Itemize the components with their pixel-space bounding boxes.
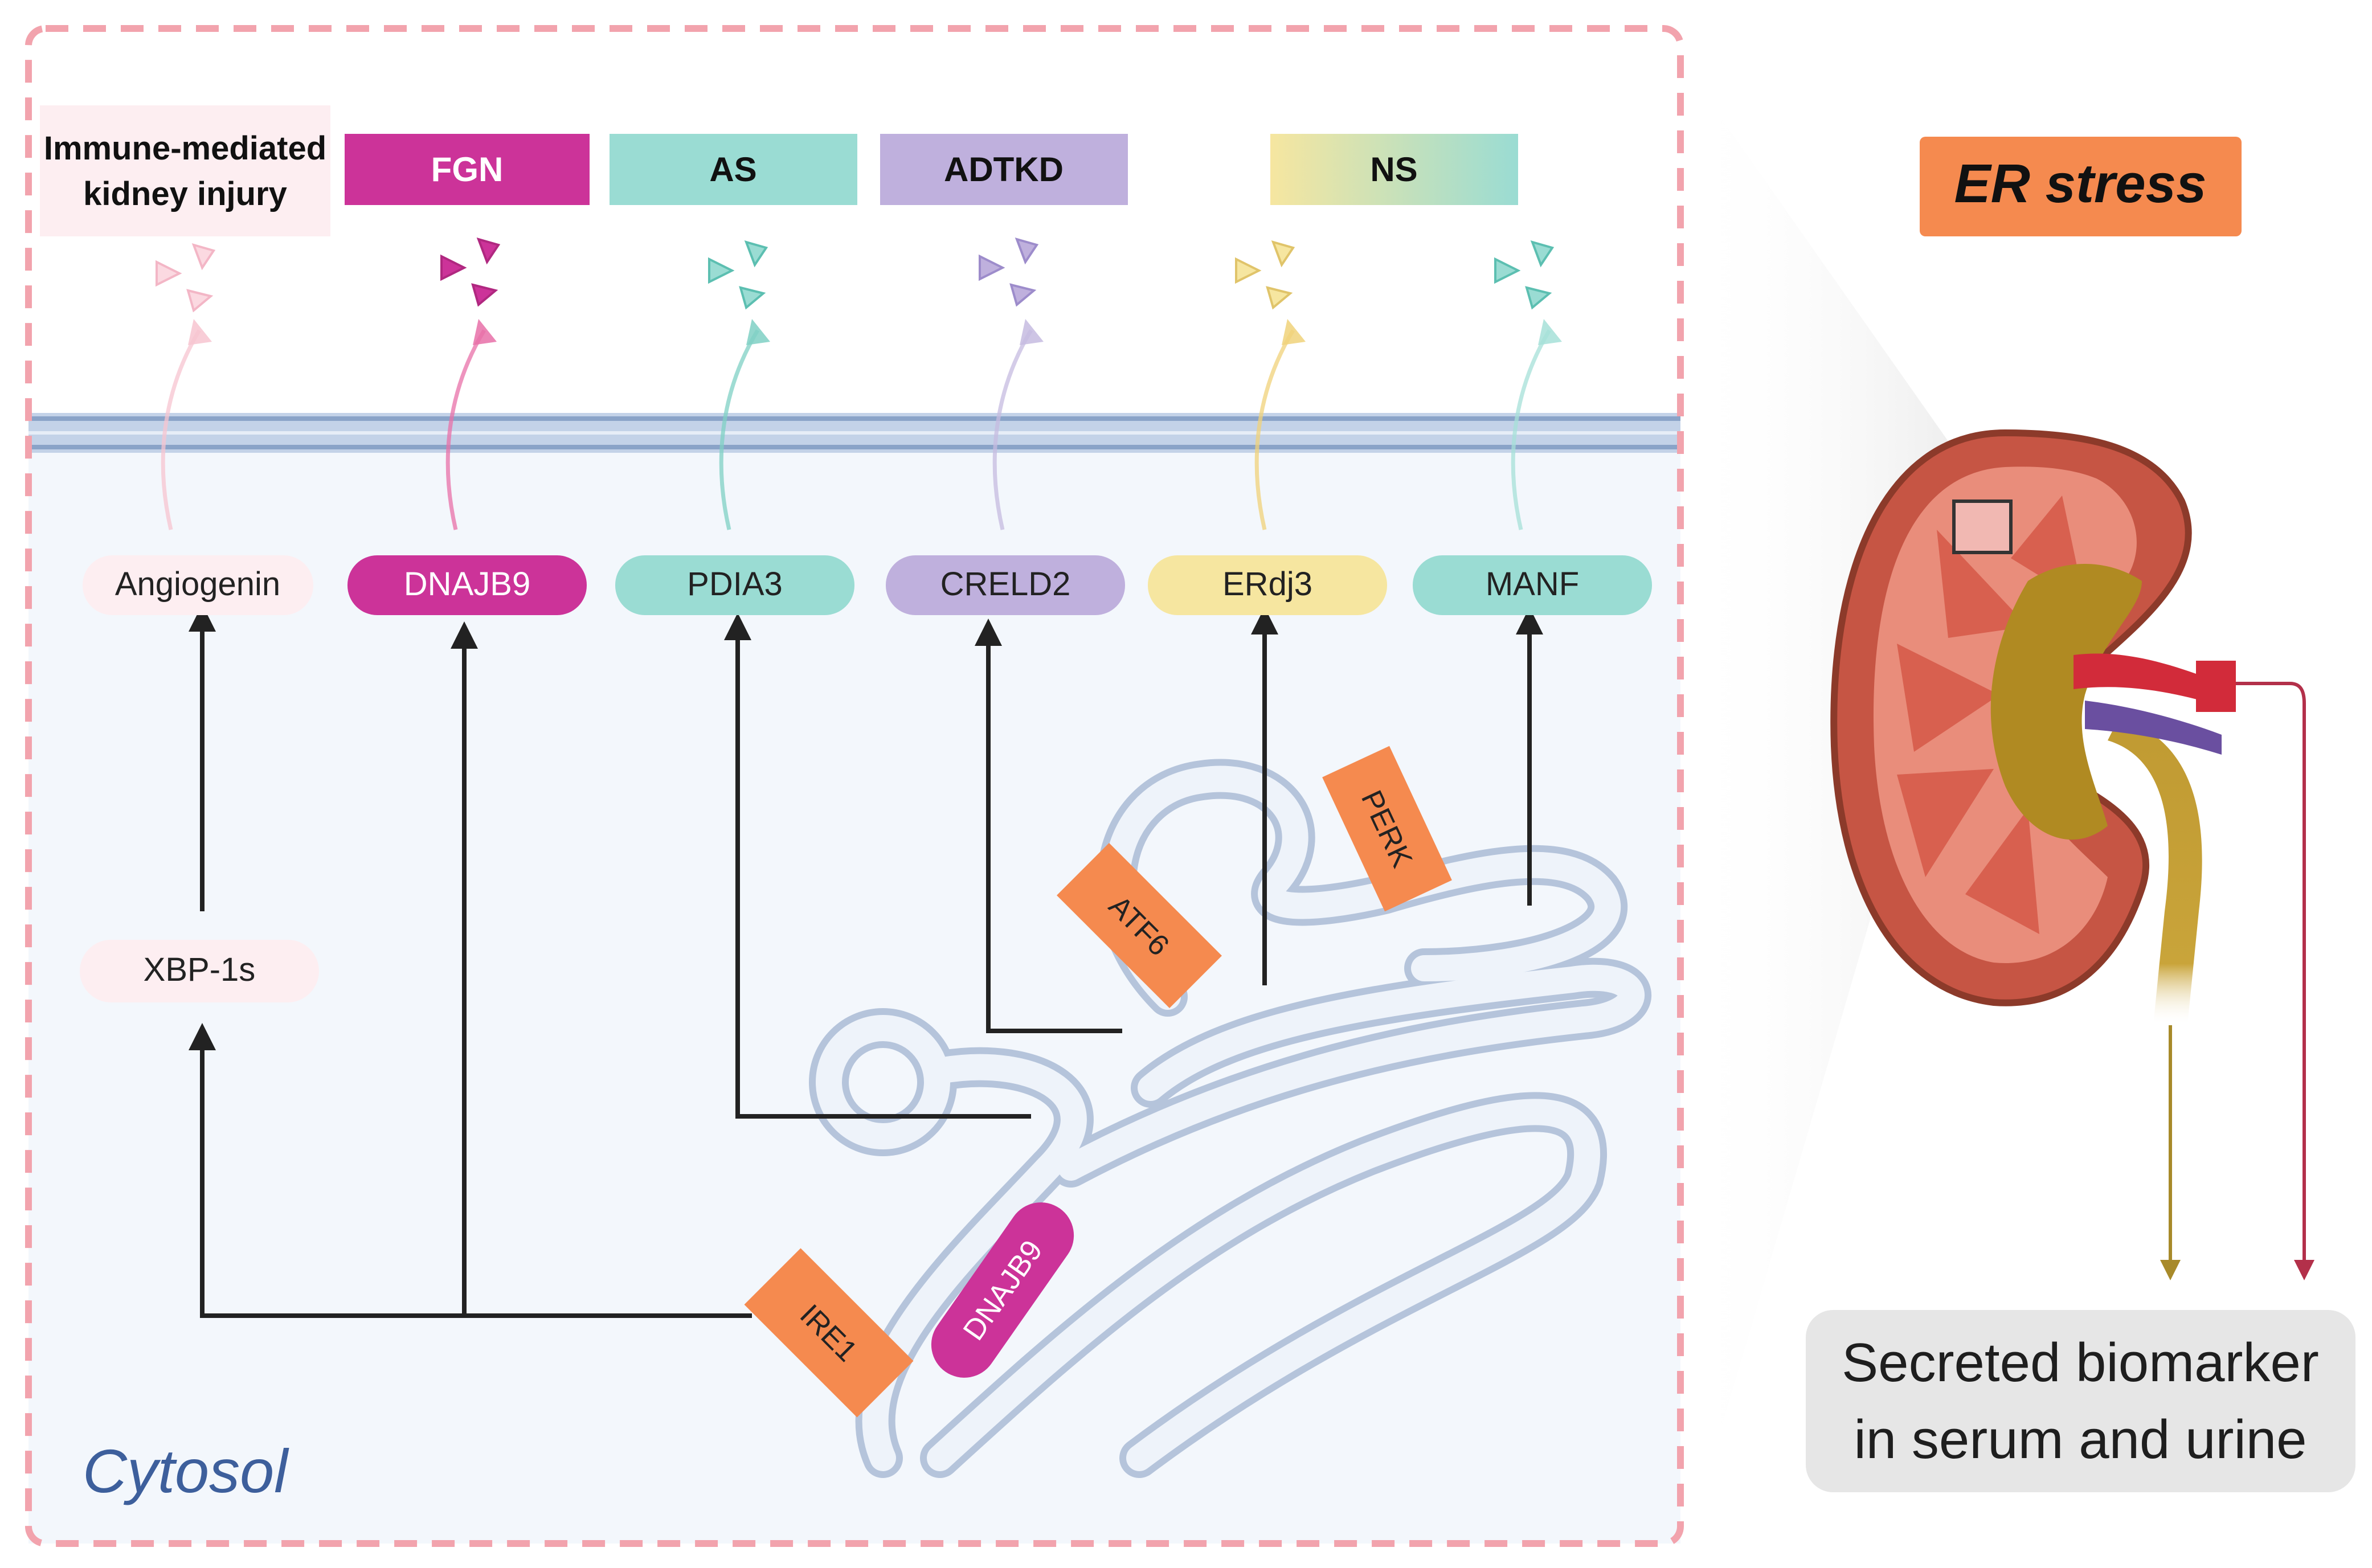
disease-as: AS [610,134,857,205]
ire1-to-xbp1s-arrow [189,1023,752,1318]
biomarker-dnajb9: DNAJB9 [347,555,587,615]
blood-secretion-arrow [2236,682,2314,1280]
secreted-proteins-dnajb9 [440,237,501,307]
sensor-atf6: ATF6 [1057,843,1222,1008]
er-stress-badge: ER stress [1920,137,2242,236]
zoom-cone [1686,68,1982,1549]
intermediate-xbp1s: XBP-1s [80,940,319,1002]
svg-text:AS: AS [709,150,756,189]
disease-fgn: FGN [345,134,590,205]
svg-text:NS: NS [1370,150,1417,189]
biomarker-angiogenin: Angiogenin [83,555,313,615]
pathway-connectors [189,604,1543,1318]
creld2-secretion-arrow [992,329,1033,530]
manf-secretion-arrow [1511,329,1552,530]
kidney-illustration [1830,429,2236,1025]
svg-text:CRELD2: CRELD2 [940,566,1071,603]
secreted-proteins-erdj3 [1235,240,1295,310]
cytosol-label: Cytosol [83,1436,289,1505]
svg-text:PDIA3: PDIA3 [687,566,783,603]
endoplasmic-reticulum [809,759,1651,1478]
svg-text:Immune-mediated: Immune-mediated [44,130,326,167]
svg-text:kidney injury: kidney injury [83,175,287,212]
secreted-biomarker-box: Secreted biomarker in serum and urine [1806,1310,2355,1492]
biomarker-pdia3: PDIA3 [615,555,854,615]
secreted-proteins-pdia3 [708,240,768,310]
biomarker-erdj3: ERdj3 [1148,555,1387,615]
svg-text:in serum and urine: in serum and urine [1854,1409,2306,1470]
secreted-proteins-manf [1494,240,1555,310]
secreted-proteins-angiogenin [156,243,216,313]
sensor-ire1: IRE1 [744,1248,914,1418]
disease-adtkd: ADTKD [880,134,1128,205]
disease-ns: NS [1270,134,1518,205]
svg-text:XBP-1s: XBP-1s [144,951,256,988]
dnajb9-secretion-arrow [445,329,486,530]
svg-text:DNAJB9: DNAJB9 [404,566,530,603]
svg-text:ADTKD: ADTKD [944,150,1064,189]
cell-dashed-border [25,25,1684,1547]
secreted-proteins-creld2 [979,237,1039,307]
svg-text:ERdj3: ERdj3 [1222,566,1312,603]
atf6-to-creld2-arrow [975,619,1122,1033]
cell-membrane [28,413,1680,453]
angiogenin-secretion-arrow [161,329,202,530]
secretion-arrowheads [188,319,1562,345]
disease-immune-mediated: Immune-mediated kidney injury [40,105,330,236]
pdia3-secretion-arrow [719,329,760,530]
svg-text:FGN: FGN [431,150,504,189]
svg-text:MANF: MANF [1486,566,1579,603]
erdj3-secretion-arrow [1254,329,1295,530]
biomarker-creld2: CRELD2 [886,555,1125,615]
svg-text:Secreted biomarker: Secreted biomarker [1842,1332,2319,1393]
er-to-pdia3-arrow [724,613,1031,1119]
svg-text:ER stress: ER stress [1954,153,2207,214]
biomarker-manf: MANF [1413,555,1652,615]
sensor-perk: PERK [1322,746,1452,912]
secretion-arrows [161,329,1552,530]
svg-text:Angiogenin: Angiogenin [115,566,280,603]
